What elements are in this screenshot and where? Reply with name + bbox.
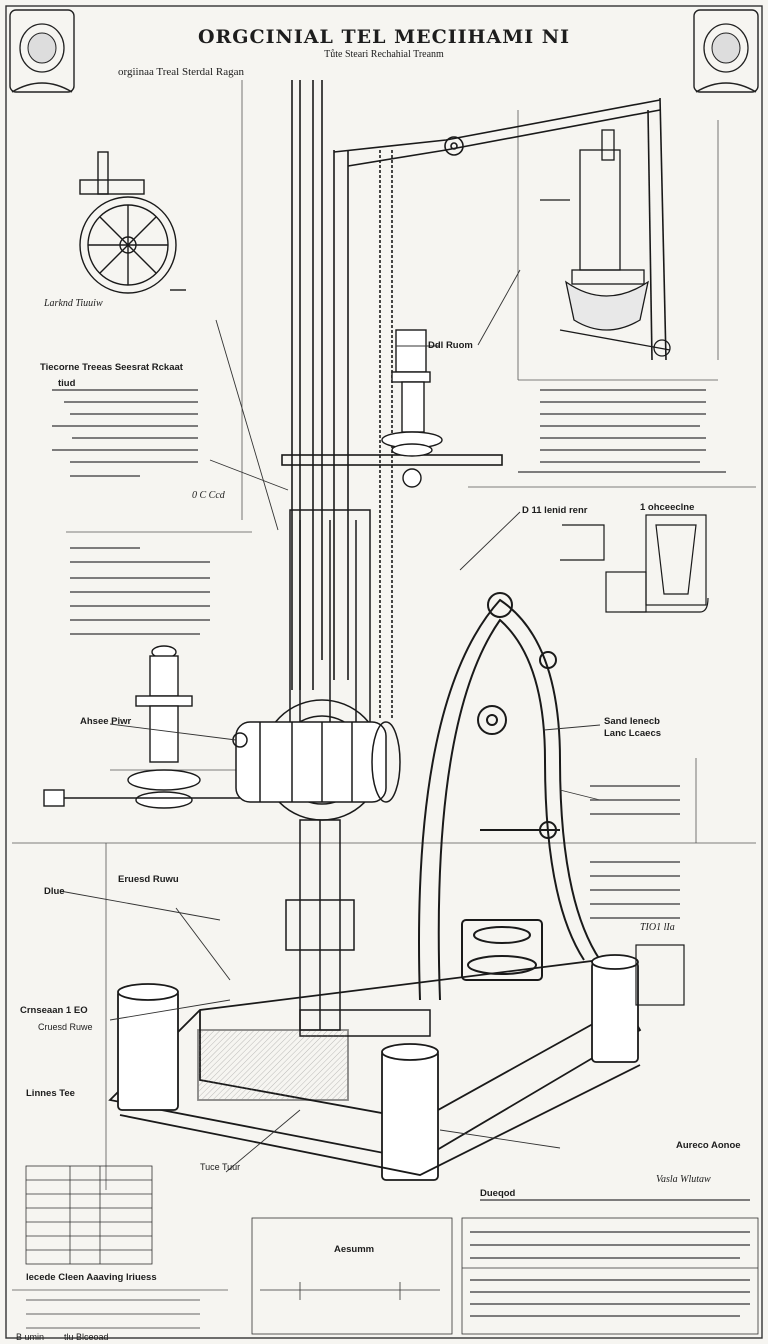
right-ten-label: TIO1 lIa (640, 922, 675, 933)
crane-frame (281, 80, 667, 720)
mid-label-b: D 11 lenid renr (522, 505, 588, 516)
left-label-d: Dlue (44, 886, 65, 897)
flow-bracket (560, 514, 709, 1006)
left-label-f: Cruesd Ruwe (38, 1022, 93, 1032)
signature: Vasla Wlutaw (656, 1174, 711, 1185)
mid-right-label-b: Lanc Lcaecs (604, 728, 662, 739)
leader-lines (59, 269, 601, 1173)
page-subtitle: Tůte Steari Rechahial Treanm (324, 49, 444, 60)
mid-label-top: Ddl Ruom (428, 340, 473, 351)
layout-lines (12, 80, 756, 1291)
center-bottom-label: Aesumm (334, 1244, 375, 1255)
left-label-e: Eruesd Ruwu (118, 874, 179, 885)
machine-base (108, 954, 642, 1181)
page-title: ORGCINIAL TEL MECIIHAMI NI (197, 26, 571, 48)
right-bottom-label: Aureco Aonoe (676, 1140, 741, 1151)
bottom-tables (25, 1165, 759, 1335)
footer-left: B umin (16, 1332, 45, 1342)
column-stand (43, 645, 240, 809)
left-block-title: Tiecorne Treeas Seesrat Rckaat (40, 362, 183, 373)
section-heading: orgiinaa Treal Sterdal Ragan (118, 66, 244, 78)
bottom-small-label: Tuce Tuur (200, 1162, 241, 1172)
left-label-h: Linnes Tee (26, 1088, 75, 1099)
main-mechanism (232, 509, 431, 1037)
top-left-note: Larknd Tiuuiw (44, 298, 103, 309)
mid-right-label-a: Sand Ienecb (604, 716, 660, 727)
bottom-right-heading: Dueqod (480, 1188, 516, 1199)
right-note-title: 1 ohceeclne (640, 502, 695, 513)
footer-mid: tlu Blceoad (64, 1332, 109, 1342)
bottom-left-heading: lecede Cleen Aaaving lriuess (26, 1272, 157, 1283)
corner-emblem-right (693, 9, 759, 93)
left-block-sub: tiud (58, 378, 76, 389)
corner-emblem-left (9, 9, 75, 93)
left-label-g: Crnseaan 1 EO (20, 1005, 88, 1016)
pump-detail (540, 129, 671, 357)
left-stand-label: Ahsee Piwr (80, 716, 132, 727)
hanging-piston (381, 329, 443, 488)
left-note-small: 0 C Ccd (192, 490, 225, 501)
annotation-text-blocks (52, 389, 750, 1317)
wheel-detail (79, 151, 186, 294)
ornate-arch (418, 592, 601, 1001)
sheet-border (5, 5, 763, 1339)
